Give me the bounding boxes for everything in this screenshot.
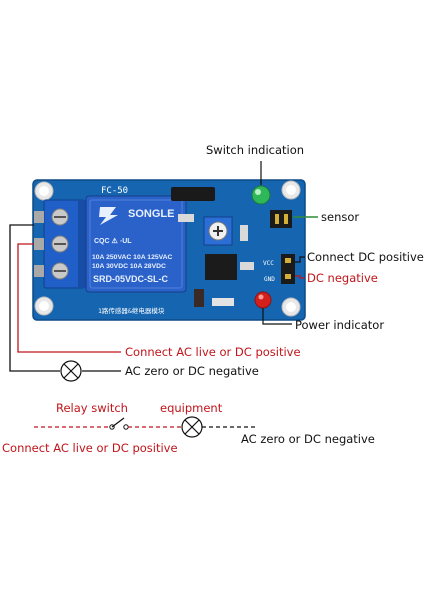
- diode: [194, 289, 204, 307]
- label-ac-zero-bottom: AC zero or DC negative: [241, 432, 375, 446]
- smd-resistor: [178, 214, 194, 222]
- switch-indicator-led: [251, 185, 271, 205]
- label-sensor: sensor: [321, 210, 359, 224]
- relay-rating-line-1: 10A 250VAC 10A 125VAC: [92, 254, 173, 261]
- label-dc-negative: DC negative: [307, 271, 378, 285]
- label-relay-switch: Relay switch: [56, 401, 128, 415]
- potentiometer: [203, 216, 233, 246]
- relay-rating-line-2: 10A 30VDC 10A 28VDC: [92, 263, 166, 270]
- relay-switch-circuit: [34, 416, 258, 438]
- pin-header: [171, 187, 215, 201]
- board-model-label: FC-50: [101, 186, 128, 196]
- label-connect-ac-live-bottom: Connect AC live or DC positive: [2, 441, 178, 455]
- label-equipment: equipment: [160, 401, 223, 415]
- songle-logo-icon: [99, 207, 118, 225]
- pin-gnd-label: GND: [264, 276, 275, 283]
- smd-resistor: [240, 225, 248, 241]
- label-ac-zero-top: AC zero or DC negative: [125, 364, 259, 378]
- smd-resistor: [240, 262, 254, 270]
- relay-model: SRD-05VDC-SL-C: [93, 274, 169, 284]
- relay-cert-mark: CQC ⚠ ◦UL: [94, 237, 132, 245]
- smd-capacitor: [212, 298, 234, 306]
- wire-ac-live-red: [17, 243, 121, 353]
- board-bottom-silkscreen: 1路传感器&继电器模块: [98, 306, 165, 315]
- lamp-symbol-icon: [60, 360, 82, 382]
- ic-chip: [205, 254, 237, 280]
- wire-common-black: [9, 224, 60, 372]
- leader-power-indicator: [262, 308, 292, 325]
- terminal-wiring: [9, 224, 121, 382]
- power-header: VCC GND: [263, 254, 295, 284]
- equipment-lamp-icon: [181, 416, 203, 438]
- sensor-header: [270, 210, 292, 228]
- relay-brand: SONGLE: [128, 208, 174, 220]
- relay-module-board: FC-50 SONGLE CQC ⚠ ◦UL 10A 250VAC 10A 12…: [32, 179, 306, 321]
- switch-contact: [123, 424, 129, 430]
- leader-dc-positive: [295, 256, 305, 263]
- pin-vcc-label: VCC: [263, 260, 274, 267]
- screw-terminal-block: [34, 199, 86, 289]
- label-connect-ac-live-top: Connect AC live or DC positive: [125, 345, 301, 359]
- label-switch-indication: Switch indication: [206, 143, 304, 157]
- relay-component: SONGLE CQC ⚠ ◦UL 10A 250VAC 10A 125VAC 1…: [85, 195, 187, 293]
- power-indicator-led: [254, 291, 272, 309]
- leader-dc-negative: [295, 275, 305, 279]
- label-connect-dc-positive: Connect DC positive: [307, 250, 424, 264]
- label-power-indicator: Power indicator: [295, 318, 384, 332]
- switch-blade: [111, 417, 125, 428]
